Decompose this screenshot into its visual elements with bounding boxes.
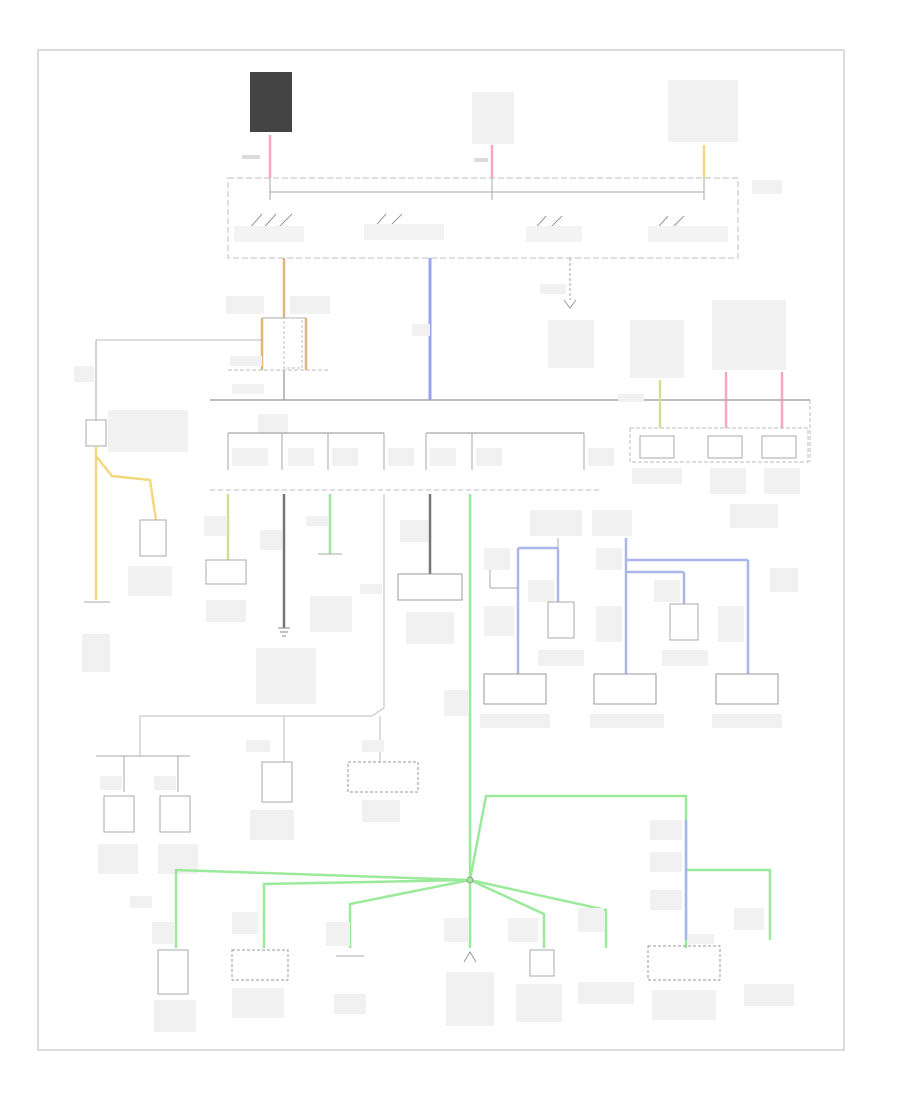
left-feed (74, 339, 262, 672)
ignition-output-component (540, 258, 594, 368)
fuse-block (210, 414, 614, 491)
power-source-1 (242, 72, 292, 178)
fuse-icon (232, 448, 614, 466)
right-fuse-group (629, 300, 811, 528)
relay-section (226, 258, 330, 400)
blue-cluster (480, 510, 798, 728)
ground-icon (278, 627, 290, 637)
fuse-branches (204, 494, 463, 704)
ignition-switch (227, 177, 782, 259)
connector-icon (85, 419, 107, 447)
gray-branch (96, 700, 419, 874)
power-source-2 (472, 92, 514, 178)
power-source-3 (668, 80, 738, 178)
ignition-switch-icon (247, 213, 686, 234)
diagram-frame (37, 49, 845, 1051)
relay-icon (283, 317, 303, 369)
splice-point (466, 876, 474, 884)
green-distribution (174, 794, 772, 948)
bottom-components (130, 820, 794, 1032)
